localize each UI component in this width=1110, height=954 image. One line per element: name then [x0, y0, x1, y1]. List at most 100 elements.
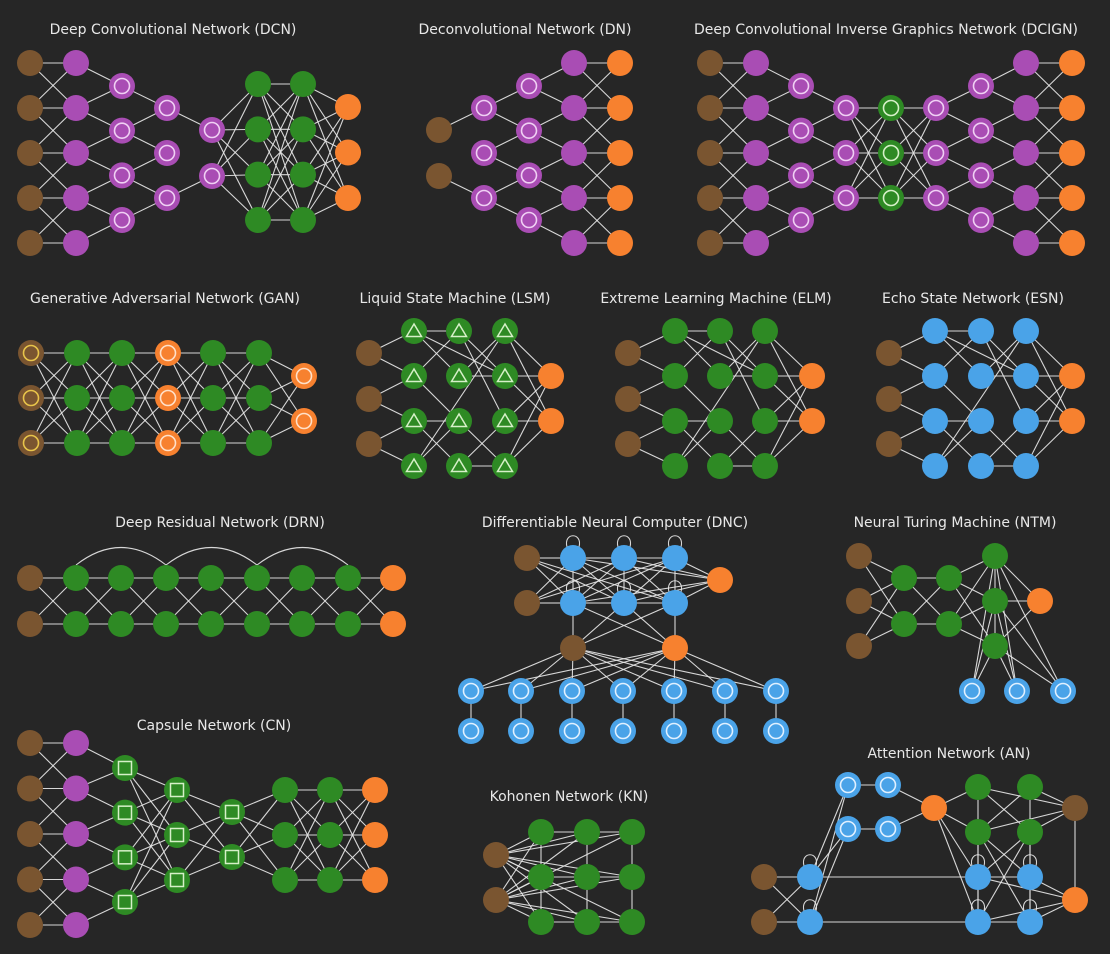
- cell-body: [63, 95, 89, 121]
- diagram-kn: Kohonen Network (KN): [483, 789, 648, 935]
- skip-connection: [256, 547, 349, 566]
- ring-mark: [520, 167, 538, 184]
- cell-body: [922, 408, 948, 434]
- input-cell: [17, 775, 43, 802]
- ring-mark: [113, 122, 131, 139]
- diagram-an: Attention Network (AN): [751, 746, 1088, 935]
- cell-body: [63, 50, 89, 76]
- cell-body: [380, 565, 406, 591]
- connection: [572, 579, 721, 604]
- connection: [124, 789, 178, 903]
- nodes-dn: [426, 50, 633, 256]
- capsule-cell: [164, 867, 190, 893]
- hidden-cell: [246, 385, 272, 411]
- cell-body: [109, 73, 135, 99]
- nodes-an: [751, 772, 1088, 935]
- cell-body: [797, 909, 823, 935]
- cell-body: [662, 408, 688, 434]
- convolution-cell: [788, 162, 814, 189]
- self-loop: [565, 580, 581, 593]
- cell-body: [561, 230, 587, 256]
- diagram-esn: Echo State Network (ESN): [876, 291, 1085, 479]
- cell-body: [164, 822, 190, 848]
- probabilistic-hidden-cell: [878, 95, 904, 121]
- hidden-cell: [707, 408, 733, 434]
- cell-body: [335, 185, 361, 211]
- capsule-cell: [219, 844, 245, 870]
- cell-body: [155, 430, 181, 456]
- cell-body: [707, 408, 733, 434]
- input-cell: [17, 866, 43, 893]
- cell-body: [876, 431, 902, 457]
- cell-body: [64, 430, 90, 456]
- cell-body: [743, 95, 769, 121]
- input-cell: [615, 340, 641, 366]
- cell-body: [697, 50, 723, 76]
- output-cell: [662, 635, 688, 661]
- triangle-mark: [496, 457, 514, 473]
- convolution-cell: [154, 95, 180, 121]
- kernel-cell: [1013, 50, 1039, 76]
- cell-body: [112, 844, 138, 871]
- cell-body: [922, 363, 948, 389]
- output-cell: [1059, 95, 1085, 121]
- cell-body: [788, 117, 814, 144]
- ring-mark: [837, 144, 855, 162]
- output-cell: [1059, 185, 1085, 211]
- cell-body: [514, 590, 540, 616]
- hidden-cell: [272, 867, 298, 893]
- spiking-hidden-cell: [446, 318, 472, 344]
- hidden-cell: [245, 161, 271, 188]
- noisy-input-cell: [18, 385, 44, 411]
- spiking-hidden-cell: [492, 408, 518, 434]
- cell-body: [559, 678, 585, 704]
- hidden-cell: [528, 819, 554, 845]
- cell-body: [846, 543, 872, 569]
- title-dnc: Differentiable Neural Computer (DNC): [482, 515, 748, 531]
- cell-body: [245, 71, 271, 97]
- nodes-lsm: [356, 318, 564, 479]
- cell-body: [707, 363, 733, 389]
- square-mark: [224, 804, 240, 820]
- hidden-cell: [200, 385, 226, 411]
- connection: [994, 600, 1064, 692]
- connection: [458, 330, 506, 422]
- input-cell: [697, 50, 723, 76]
- connection: [890, 107, 937, 199]
- cell-body: [835, 772, 861, 798]
- kernel-cell: [561, 230, 587, 256]
- hidden-cell: [153, 611, 179, 637]
- cell-body: [1059, 95, 1085, 121]
- cell-body: [63, 230, 89, 256]
- cell-body: [483, 887, 509, 913]
- kernel-cell: [1013, 185, 1039, 211]
- input-cell: [17, 821, 43, 847]
- cell-body: [508, 718, 534, 744]
- cell-body: [528, 864, 554, 890]
- triangle-mark: [405, 457, 423, 473]
- cell-body: [153, 565, 179, 591]
- cell-body: [290, 161, 316, 188]
- connection: [495, 831, 633, 901]
- capsule-cell: [164, 822, 190, 848]
- connection: [284, 789, 331, 881]
- cell-body: [17, 185, 43, 211]
- connection: [302, 152, 349, 221]
- convolution-cell: [968, 73, 994, 99]
- convolution-cell: [923, 95, 949, 121]
- output-cell: [607, 95, 633, 121]
- kernel-cell: [1013, 95, 1039, 121]
- cell-body: [1013, 453, 1039, 479]
- title-cn: Capsule Network (CN): [137, 718, 291, 734]
- kernel-cell: [63, 50, 89, 76]
- cell-body: [18, 340, 44, 366]
- hidden-cell: [891, 611, 917, 637]
- recurrent-cell: [1013, 453, 1039, 479]
- cell-body: [17, 912, 43, 938]
- cell-body: [615, 340, 641, 366]
- cell-body: [968, 162, 994, 189]
- ring-mark: [158, 99, 176, 117]
- input-cell: [697, 230, 723, 256]
- hidden-cell: [1017, 819, 1043, 845]
- output-cell: [799, 408, 825, 434]
